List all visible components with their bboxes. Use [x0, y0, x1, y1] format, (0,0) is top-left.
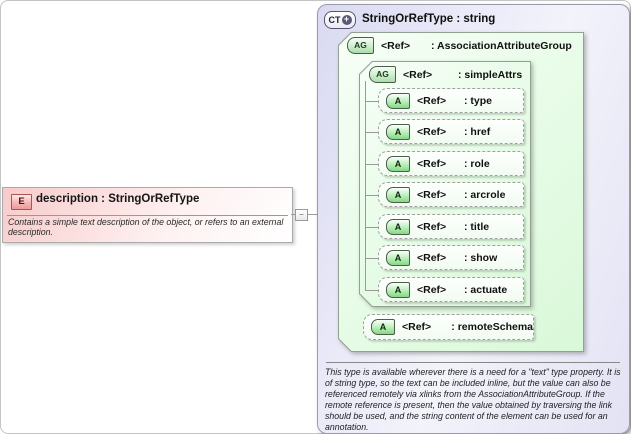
ref-label: <Ref> — [417, 188, 447, 201]
attribute-name: : href — [464, 125, 491, 138]
connector-line — [365, 81, 366, 290]
attribute-name: : role — [464, 157, 490, 170]
connector-line — [365, 195, 378, 196]
ref-label: <Ref> — [417, 220, 447, 233]
attribute-icon: A — [386, 281, 410, 298]
attribute-row-title[interactable]: A <Ref> : title — [378, 214, 524, 239]
element-icon: E — [11, 194, 32, 210]
connector-line — [365, 227, 378, 228]
attribute-icon: A — [386, 249, 410, 266]
attribute-group-icon: AG — [369, 66, 396, 83]
collapse-toggle[interactable]: − — [295, 209, 308, 221]
attribute-row-arcrole[interactable]: A <Ref> : arcrole — [378, 182, 524, 207]
expand-icon[interactable]: + — [341, 14, 352, 25]
attribute-row-type[interactable]: A <Ref> : type — [378, 88, 524, 113]
ref-label: <Ref> — [402, 321, 432, 333]
complex-type-icon: CT + — [324, 11, 356, 29]
connector-line — [365, 101, 378, 102]
attribute-icon: A — [386, 186, 410, 203]
attribute-row-role[interactable]: A <Ref> : role — [378, 151, 524, 176]
ref-label: <Ref> — [417, 125, 447, 138]
attribute-name: : actuate — [464, 283, 508, 296]
complex-type-title: StringOrRefType : string — [362, 13, 496, 25]
attribute-group-icon: AG — [347, 37, 374, 54]
ref-label: <Ref> — [381, 39, 411, 52]
attribute-group-box-simpleattrs[interactable]: AG <Ref> : simpleAttrs A <Ref> : type A … — [359, 61, 531, 307]
group-name: : AssociationAttributeGroup — [431, 39, 572, 52]
connector-line — [365, 290, 378, 291]
attribute-icon: A — [386, 218, 410, 235]
attribute-icon: A — [371, 319, 395, 335]
attribute-row-actuate[interactable]: A <Ref> : actuate — [378, 277, 524, 302]
attribute-row-show[interactable]: A <Ref> : show — [378, 245, 524, 270]
type-annotation: This type is available wherever there is… — [325, 367, 621, 432]
element-annotation: Contains a simple text description of th… — [8, 217, 284, 237]
attribute-icon: A — [386, 123, 410, 140]
ref-label: <Ref> — [417, 283, 447, 296]
attribute-group-box-association[interactable]: AG <Ref> : AssociationAttributeGroup AG … — [338, 32, 584, 352]
element-description-box[interactable]: E description : StringOrRefType Contains… — [2, 187, 293, 243]
ref-label: <Ref> — [403, 68, 433, 81]
element-title: description : StringOrRefType — [36, 193, 200, 205]
group-name: : simpleAttrs — [458, 68, 523, 81]
attribute-icon: A — [386, 155, 410, 172]
attribute-row-href[interactable]: A <Ref> : href — [378, 119, 524, 144]
attribute-name: : title — [464, 220, 490, 233]
complex-type-icon-label: CT — [328, 15, 341, 25]
ref-label: <Ref> — [417, 157, 447, 170]
attribute-name: : arcrole — [464, 188, 506, 201]
connector-line — [365, 164, 378, 165]
annotation-separator — [326, 362, 620, 363]
element-separator — [7, 215, 288, 216]
connector-line — [365, 258, 378, 259]
attribute-name: : remoteSchema — [451, 321, 533, 333]
connector-line — [365, 132, 378, 133]
ref-label: <Ref> — [417, 94, 447, 107]
attribute-name: : show — [464, 251, 498, 264]
ref-label: <Ref> — [417, 251, 447, 264]
attribute-name: : type — [464, 94, 493, 107]
complex-type-box[interactable]: CT + StringOrRefType : string AG <Ref> :… — [317, 4, 630, 434]
attribute-row-remoteschema[interactable]: A <Ref> : remoteSchema — [363, 314, 534, 340]
attribute-icon: A — [386, 92, 410, 109]
